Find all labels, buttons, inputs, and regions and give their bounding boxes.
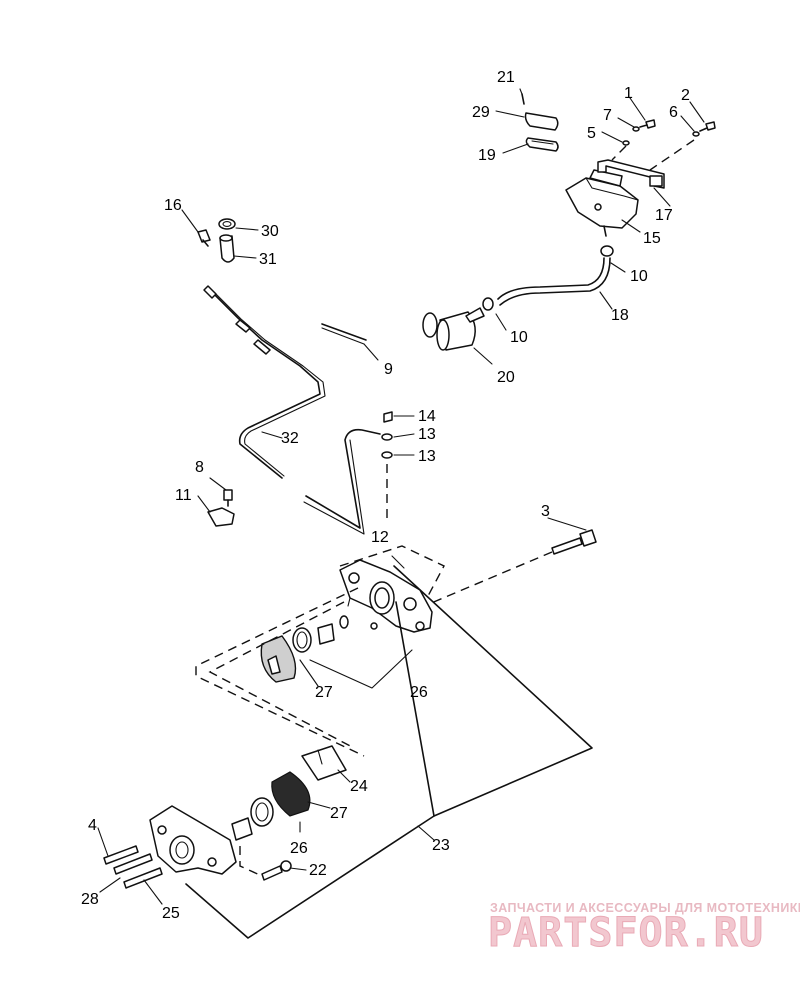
callout-32: 32 <box>281 430 299 447</box>
callout-16: 16 <box>164 197 182 214</box>
guide-pin-part <box>123 867 163 889</box>
callout-27-upper: 27 <box>315 684 333 701</box>
callout-25: 25 <box>162 905 180 922</box>
piston-part <box>317 623 335 645</box>
callout-22: 22 <box>309 862 327 879</box>
callout-8: 8 <box>195 459 204 476</box>
callout-6: 6 <box>669 104 678 121</box>
guide-pin-part <box>113 853 153 875</box>
callout-7: 7 <box>603 107 612 124</box>
pad-pin-part <box>301 745 347 781</box>
bleeder-valve-part <box>197 229 211 243</box>
nut-part <box>218 218 236 230</box>
callout-12: 12 <box>371 529 389 546</box>
brake-pad-part <box>271 771 311 817</box>
reservoir-hose-group <box>422 245 626 365</box>
brake-line-part <box>209 289 321 479</box>
washer-part <box>381 433 393 441</box>
brake-line-group <box>203 285 381 535</box>
caliper-bolt-part <box>103 845 139 865</box>
watermark-brand: PARTSFOR.RU <box>488 910 764 956</box>
piston-seal-part <box>250 797 274 827</box>
mounting-bolt-group <box>409 517 597 613</box>
callout-5: 5 <box>587 125 596 142</box>
upper-caliper-group <box>195 545 445 757</box>
watermark: ЗАПЧАСТИ И АКСЕССУАРЫ ДЛЯ МОТОТЕХНИКИ PA… <box>488 901 800 957</box>
callout-1: 1 <box>624 85 633 102</box>
callout-13-upper: 13 <box>418 426 436 443</box>
clamp-group <box>197 477 235 527</box>
callout-labels: 21 29 19 1 7 5 2 6 17 15 16 30 31 10 10 … <box>81 69 690 922</box>
callout-27-lower: 27 <box>330 805 348 822</box>
callout-23: 23 <box>432 837 450 854</box>
hose-clamp-part <box>600 245 614 257</box>
banjo-part <box>219 235 235 263</box>
o-ring-part <box>422 312 438 338</box>
piston-seal-part <box>292 627 312 653</box>
washer-part <box>381 451 393 459</box>
hose-clamp-part <box>482 297 494 311</box>
washer-group <box>381 411 415 520</box>
line-clamp-part <box>207 507 235 527</box>
reservoir-cover-part <box>524 112 559 131</box>
callout-2: 2 <box>681 87 690 104</box>
callout-26-lower: 26 <box>290 840 308 857</box>
reservoir-body-part <box>565 177 639 229</box>
reservoir-assembly <box>495 88 716 237</box>
callout-28: 28 <box>81 891 99 908</box>
callout-10-top: 10 <box>630 268 648 285</box>
callout-21: 21 <box>497 69 515 86</box>
callout-11: 11 <box>175 487 192 504</box>
callout-30: 30 <box>261 223 279 240</box>
callout-24: 24 <box>350 778 368 795</box>
callout-3: 3 <box>541 503 550 520</box>
callout-26-upper: 26 <box>410 684 428 701</box>
bleeder-part <box>261 865 283 881</box>
cable-tie-part <box>321 323 367 341</box>
callout-19: 19 <box>478 147 496 164</box>
pin-part <box>521 93 525 105</box>
callout-13-lower: 13 <box>418 448 436 465</box>
callout-17: 17 <box>655 207 673 224</box>
callout-9: 9 <box>384 361 393 378</box>
callout-4: 4 <box>88 817 97 834</box>
callout-20: 20 <box>497 369 515 386</box>
callout-15: 15 <box>643 230 661 247</box>
callout-31: 31 <box>259 251 277 268</box>
callout-10-mid: 10 <box>510 329 528 346</box>
brake-pad-part <box>260 635 297 683</box>
lower-caliper-group <box>97 565 593 939</box>
banjo-fitting-group <box>181 209 259 263</box>
watermark-tagline: ЗАПЧАСТИ И АКСЕССУАРЫ ДЛЯ МОТОТЕХНИКИ <box>490 901 800 915</box>
callout-14: 14 <box>418 408 436 425</box>
reservoir-hose-part <box>497 257 605 300</box>
callout-29: 29 <box>472 104 490 121</box>
cover-gasket-part <box>525 137 559 152</box>
callout-18: 18 <box>611 307 629 324</box>
mounting-bolt-part <box>551 537 583 555</box>
caliper-body-part <box>149 805 237 875</box>
piston-part <box>231 817 253 841</box>
